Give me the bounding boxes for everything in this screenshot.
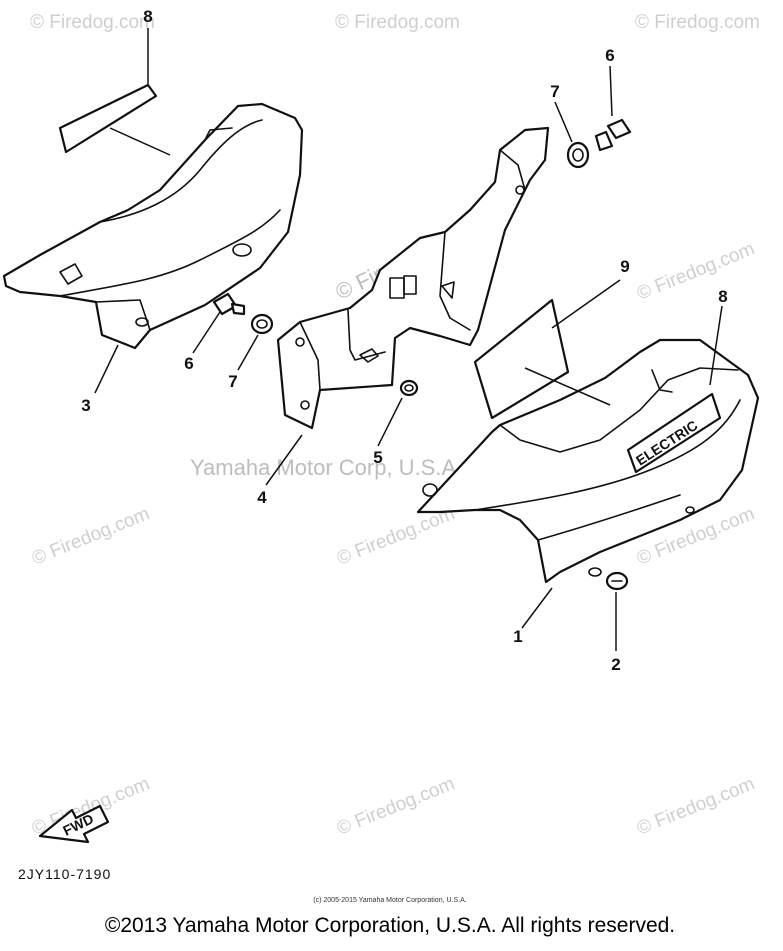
part-3-left-side-cover xyxy=(2,102,304,350)
callout-5: 5 xyxy=(373,448,382,467)
watermark: © Firedog.com xyxy=(29,503,153,569)
callout-7-left: 7 xyxy=(228,372,237,391)
leader-lines xyxy=(94,28,723,651)
watermark: © Firedog.com xyxy=(335,12,460,33)
callout-4: 4 xyxy=(257,488,267,507)
copyright-main: ©2013 Yamaha Motor Corporation, U.S.A. A… xyxy=(105,914,675,937)
watermark: © Firedog.com xyxy=(334,773,458,839)
watermark: © Firedog.com xyxy=(30,12,155,33)
callout-6-right: 6 xyxy=(605,46,614,65)
part-2-screw xyxy=(588,567,629,591)
watermark: © Firedog.com xyxy=(634,773,758,839)
callout-1: 1 xyxy=(513,627,522,646)
part-9-damper-sheet xyxy=(473,298,570,420)
watermark: © Firedog.com xyxy=(634,238,758,304)
callout-8-left: 8 xyxy=(143,7,152,26)
copyright-small: (c) 2005-2015 Yamaha Motor Corporation, … xyxy=(313,897,466,904)
callout-labels: 8 3 6 7 4 5 7 6 9 8 1 2 xyxy=(81,7,727,674)
callout-7-right: 7 xyxy=(550,82,559,101)
callout-3: 3 xyxy=(81,396,90,415)
callout-2: 2 xyxy=(611,655,620,674)
part-8-left-decal xyxy=(58,83,158,154)
callout-6-left: 6 xyxy=(184,354,193,373)
part-7-grommet-left xyxy=(250,313,274,335)
part-7-grommet-upper xyxy=(566,141,590,169)
diagram-part-code: 2JY110-7190 xyxy=(18,866,111,882)
part-6-screw-upper xyxy=(594,118,632,152)
part-5-grommet xyxy=(399,379,419,397)
callout-8-right: 8 xyxy=(718,287,727,306)
part-6-screw-left xyxy=(212,292,246,316)
watermark: © Firedog.com xyxy=(635,12,760,33)
part-1-right-side-cover: ELECTRIC xyxy=(416,338,760,584)
part-4-center-bracket xyxy=(276,126,550,430)
callout-9: 9 xyxy=(620,257,629,276)
watermark-center: Yamaha Motor Corp, U.S.A. xyxy=(190,455,462,480)
watermark: © Firedog.com xyxy=(334,503,458,569)
